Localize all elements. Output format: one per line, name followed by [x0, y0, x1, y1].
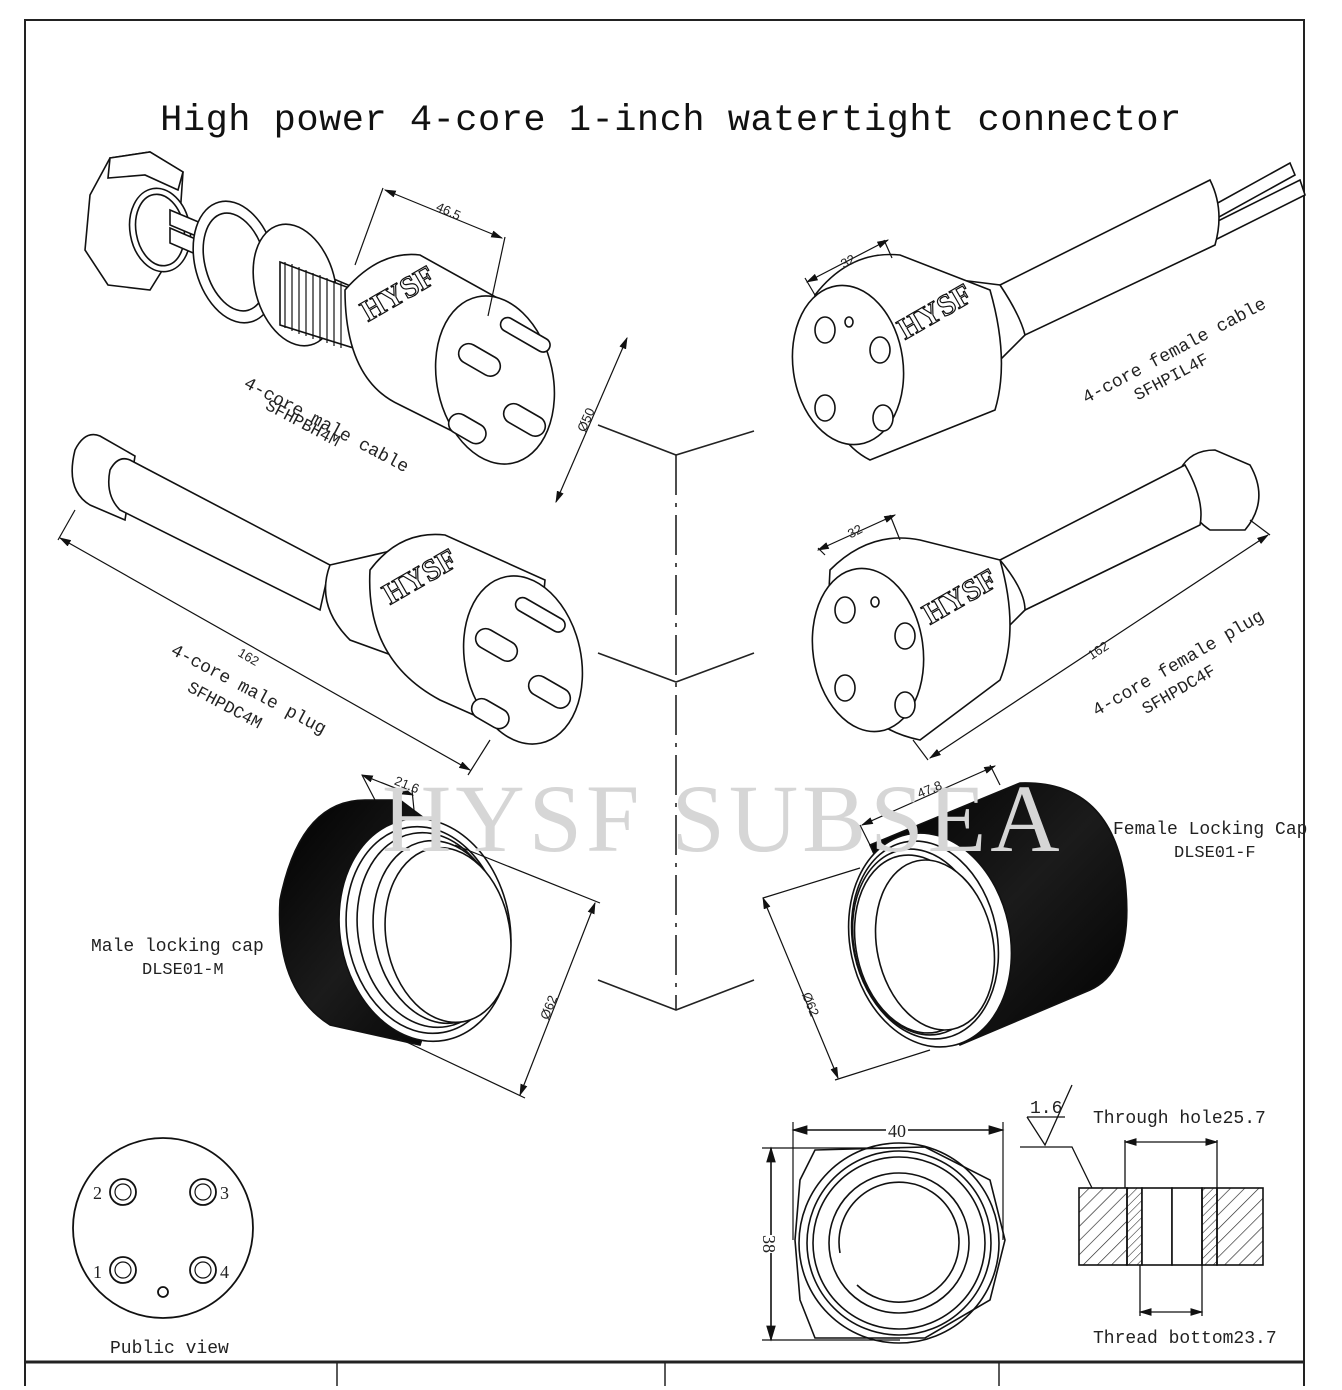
female-cable-dimensions: [804, 239, 893, 296]
female-cable-drawing: [791, 161, 1306, 461]
male-cable-dimensions: [354, 187, 628, 504]
public-view-label: Public view: [110, 1339, 229, 1359]
nut-view-drawing: [762, 1122, 1006, 1344]
male-cap-code: DLSE01-M: [142, 961, 224, 980]
roughness-value: 1.6: [1030, 1099, 1063, 1119]
female-cap-name: Female Locking Cap: [1113, 820, 1308, 840]
male-cable-drawing: [84, 151, 556, 465]
section-view-drawing: [1020, 1084, 1264, 1316]
pin-label-2: 2: [93, 1183, 102, 1203]
pin-label-4: 4: [220, 1262, 229, 1282]
nut-width-dim: 40: [886, 1121, 908, 1141]
public-view-drawing: [72, 1137, 254, 1319]
pin-label-1: 1: [93, 1262, 102, 1282]
male-cap-dimensions: [360, 774, 601, 1099]
male-plug-dimensions: [57, 509, 491, 776]
through-hole-label: Through hole25.7: [1093, 1109, 1266, 1129]
male-cap-drawing: [278, 799, 512, 1046]
female-cap-drawing: [847, 782, 1128, 1048]
watermark: HYSF SUBSEA: [382, 765, 1064, 872]
female-cap-code: DLSE01-F: [1174, 844, 1256, 863]
female-plug-drawing: [811, 449, 1260, 741]
isometric-axis: [597, 424, 755, 1011]
male-plug-drawing: [71, 433, 584, 745]
female-cap-dimensions: [762, 764, 1001, 1081]
sheet-border: [24, 19, 1305, 1390]
page-title: High power 4-core 1-inch watertight conn…: [160, 100, 1182, 142]
thread-bottom-label: Thread bottom23.7: [1093, 1329, 1277, 1349]
female-plug-dimensions: [816, 514, 1271, 761]
nut-height-dim: 38: [759, 1235, 779, 1253]
pin-label-3: 3: [220, 1183, 229, 1203]
male-cap-name: Male locking cap: [91, 937, 264, 957]
